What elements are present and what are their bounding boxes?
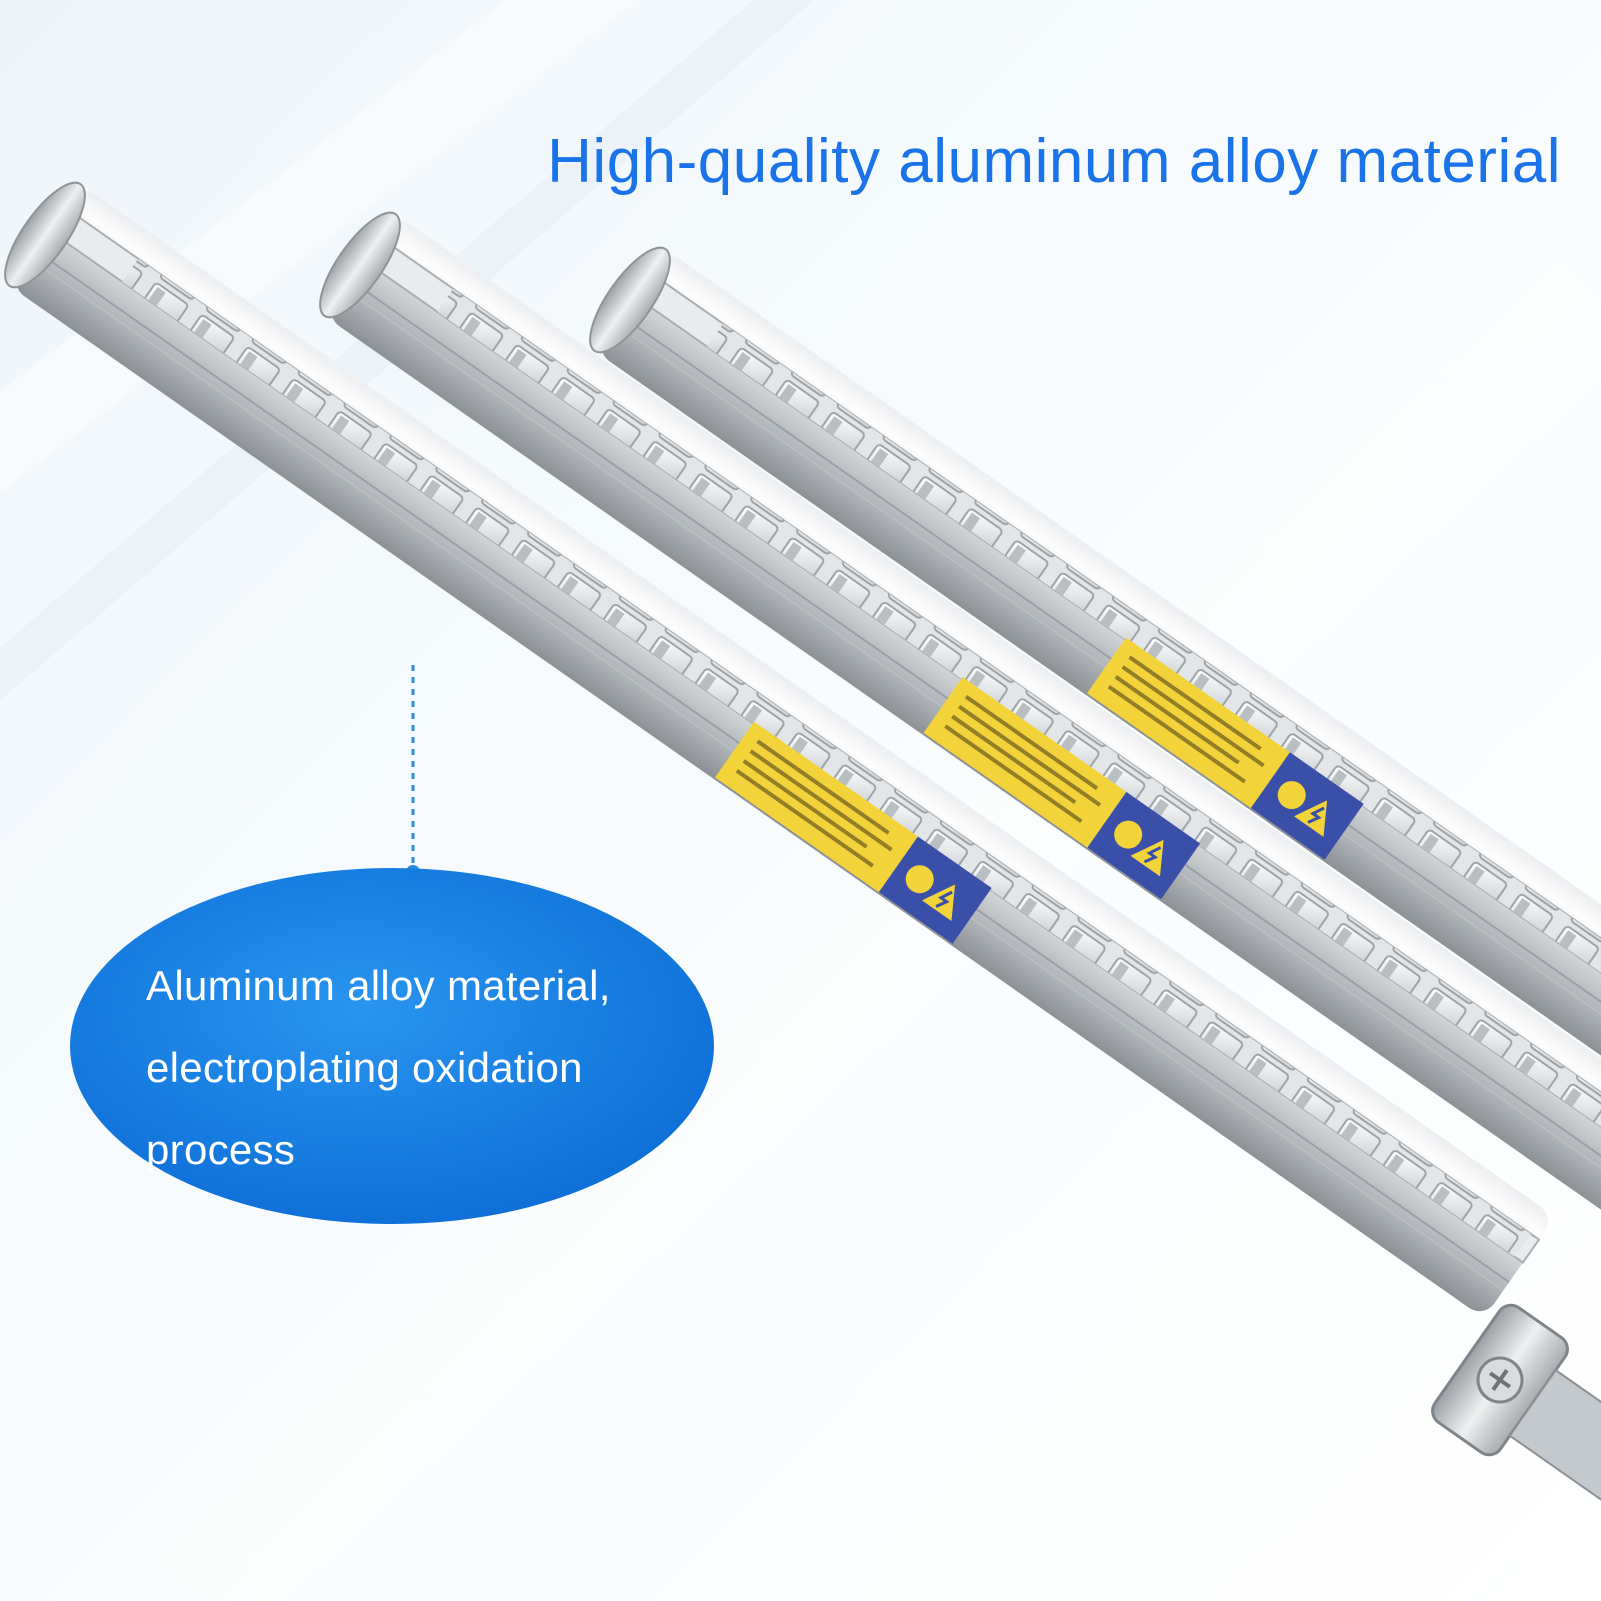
callout-bubble (70, 868, 714, 1224)
ionizing-bar-back (575, 235, 1601, 1385)
callout-text: Aluminum alloy material, electroplating … (146, 945, 706, 1191)
callout-line-2: electroplating oxidation (146, 1044, 583, 1091)
bar-connector (1431, 1303, 1601, 1552)
headline: High-quality aluminum alloy material (547, 127, 1561, 196)
callout-line-3: process (146, 1126, 296, 1173)
ionizing-bar-middle (305, 200, 1601, 1350)
ionizing-bar-front (0, 170, 1557, 1320)
callout-line-1: Aluminum alloy material, (146, 962, 611, 1009)
